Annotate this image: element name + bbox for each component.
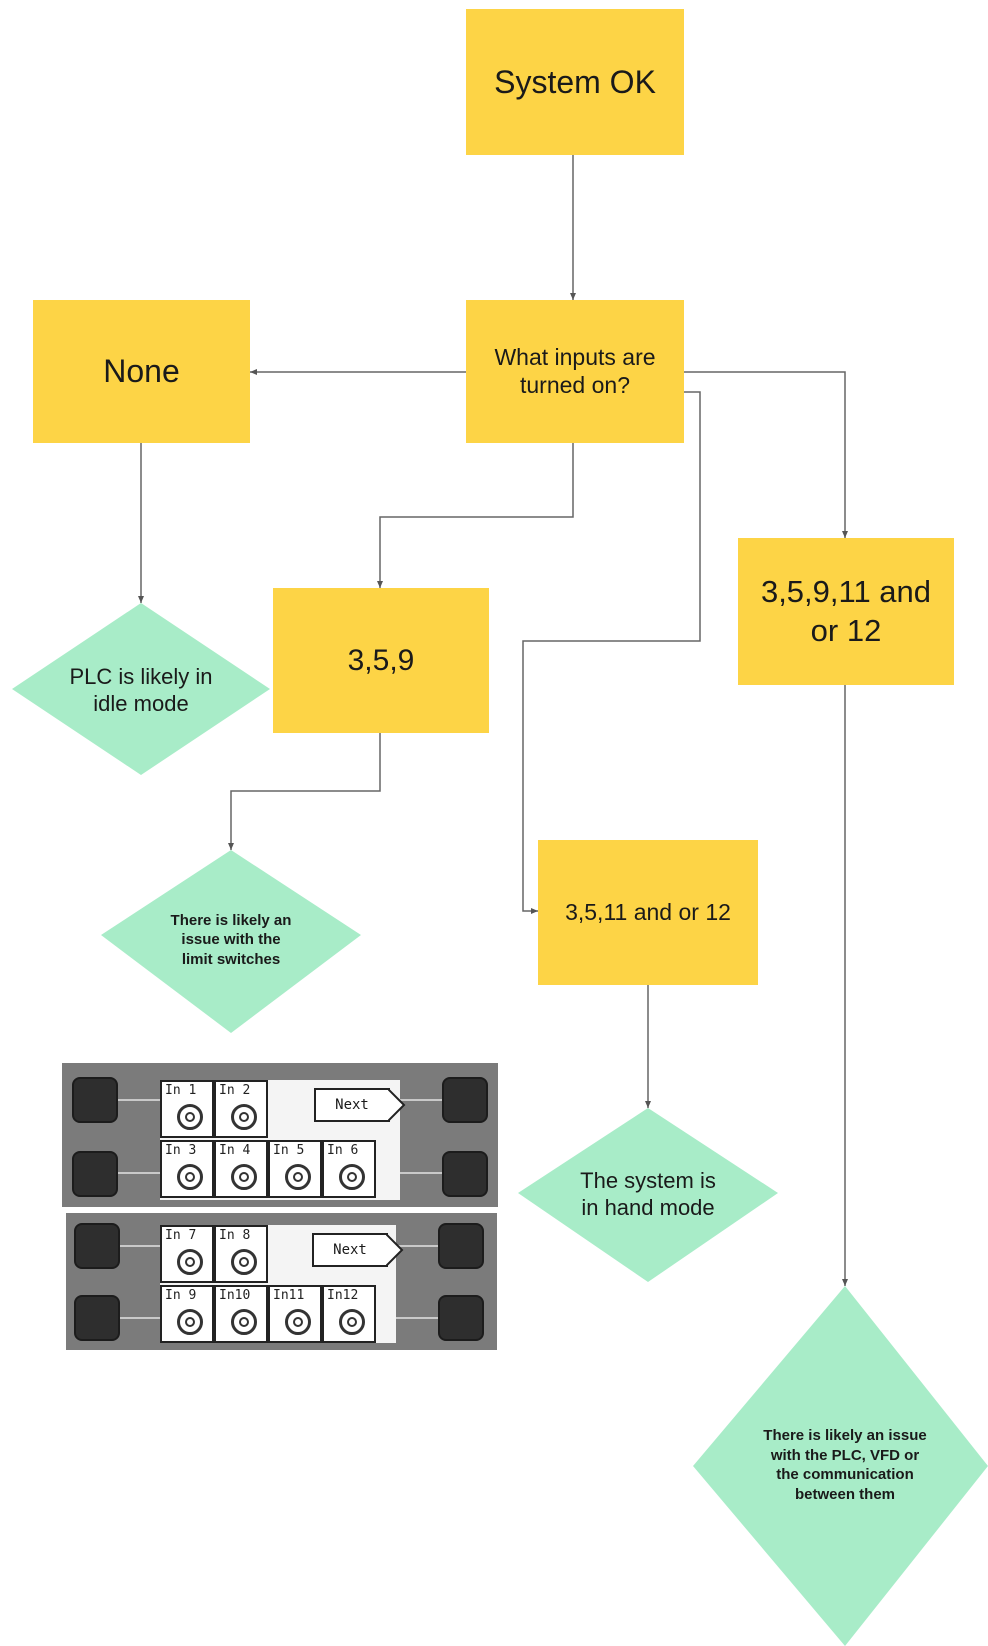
input-cell[interactable]: In10 <box>214 1285 268 1343</box>
input-indicator-icon <box>177 1164 203 1190</box>
outcome-limit-switches: There is likely an issue with the limit … <box>166 895 296 985</box>
input-indicator-icon <box>339 1309 365 1335</box>
node-system-ok-label: System OK <box>494 63 656 100</box>
input-indicator-icon <box>339 1164 365 1190</box>
outcome-plc-vfd-communication: There is likely an issue with the PLC, V… <box>762 1410 928 1520</box>
input-cell-label: In10 <box>219 1288 251 1303</box>
input-cell[interactable]: In 3 <box>160 1140 214 1198</box>
node-inputs-3-5-11-12-label: 3,5,11 and or 12 <box>565 899 731 925</box>
input-cell[interactable]: In 4 <box>214 1140 268 1198</box>
diamond-limit-shape <box>101 850 361 1033</box>
input-cell[interactable]: In 8 <box>214 1225 268 1283</box>
input-cell[interactable]: In 9 <box>160 1285 214 1343</box>
input-indicator-icon <box>177 1249 203 1275</box>
input-cell-label: In 9 <box>165 1288 197 1303</box>
panel-softkey-button[interactable] <box>74 1295 120 1341</box>
next-arrow-icon <box>388 1088 406 1122</box>
input-cell[interactable]: In12 <box>322 1285 376 1343</box>
input-cell[interactable]: In 5 <box>268 1140 322 1198</box>
diamond-hand-shape <box>518 1108 778 1282</box>
panel-softkey-button[interactable] <box>442 1151 488 1197</box>
input-cell-label: In 5 <box>273 1143 305 1158</box>
node-inputs-3-5-9-11-12-label: 3,5,9,11 and or 12 <box>760 573 932 648</box>
outcome-limit-switches-label: There is likely an issue with the limit … <box>170 911 292 968</box>
edge-question-to-351112 <box>522 391 701 914</box>
input-cell-label: In 7 <box>165 1228 197 1243</box>
node-inputs-3-5-11-12: 3,5,11 and or 12 <box>538 840 758 985</box>
panel-softkey-button[interactable] <box>442 1077 488 1123</box>
outcome-plc-vfd-communication-label: There is likely an issue with the PLC, V… <box>763 1427 927 1503</box>
node-inputs-3-5-9-11-12: 3,5,9,11 and or 12 <box>738 538 954 685</box>
edge-359-to-limit <box>228 733 381 850</box>
edge-question-to-3591112 <box>684 371 848 538</box>
outcome-plc-idle: PLC is likely in idle mode <box>62 640 220 740</box>
hmi-panel-inputs-1-6: In 1 In 2 Next In 3 In 4 In 5 In 6 <box>62 1063 498 1207</box>
input-cell-label: In11 <box>273 1288 305 1303</box>
input-cell-label: In 2 <box>219 1083 251 1098</box>
node-inputs-question: What inputs are turned on? <box>466 300 684 443</box>
outcome-hand-mode: The system is in hand mode <box>578 1148 718 1240</box>
input-cell-label: In 3 <box>165 1143 197 1158</box>
input-indicator-icon <box>285 1309 311 1335</box>
edge-question-to-359 <box>377 443 574 588</box>
panel-softkey-button[interactable] <box>438 1223 484 1269</box>
node-inputs-3-5-9: 3,5,9 <box>273 588 489 733</box>
input-cell[interactable]: In11 <box>268 1285 322 1343</box>
input-cell-label: In 6 <box>327 1143 359 1158</box>
input-indicator-icon <box>231 1104 257 1130</box>
outcome-hand-mode-label: The system is in hand mode <box>580 1167 716 1221</box>
input-indicator-icon <box>231 1249 257 1275</box>
node-none-label: None <box>103 353 180 389</box>
next-button-label: Next <box>312 1233 388 1267</box>
diamond-comm-shape <box>693 1286 988 1646</box>
input-cell[interactable]: In 1 <box>160 1080 214 1138</box>
input-cell-label: In 8 <box>219 1228 251 1243</box>
input-cell[interactable]: In 6 <box>322 1140 376 1198</box>
panel-softkey-button[interactable] <box>438 1295 484 1341</box>
node-inputs-question-label: What inputs are turned on? <box>494 343 656 398</box>
next-arrow-icon <box>386 1233 404 1267</box>
input-cell-label: In12 <box>327 1288 359 1303</box>
input-cell[interactable]: In 2 <box>214 1080 268 1138</box>
node-none: None <box>33 300 250 443</box>
panel-softkey-button[interactable] <box>74 1223 120 1269</box>
input-cell[interactable]: In 7 <box>160 1225 214 1283</box>
input-cell-label: In 1 <box>165 1083 197 1098</box>
input-indicator-icon <box>231 1309 257 1335</box>
hmi-panel-inputs-7-12: In 7 In 8 Next In 9 In10 In11 In12 <box>66 1213 497 1350</box>
input-cell-label: In 4 <box>219 1143 251 1158</box>
panel-softkey-button[interactable] <box>72 1077 118 1123</box>
input-indicator-icon <box>231 1164 257 1190</box>
panel-softkey-button[interactable] <box>72 1151 118 1197</box>
diamond-idle-shape <box>12 603 270 775</box>
node-inputs-3-5-9-label: 3,5,9 <box>347 643 415 677</box>
input-indicator-icon <box>177 1309 203 1335</box>
outcome-plc-idle-label: PLC is likely in idle mode <box>69 663 213 717</box>
input-indicator-icon <box>285 1164 311 1190</box>
next-button-label: Next <box>314 1088 390 1122</box>
node-system-ok: System OK <box>466 9 684 155</box>
input-indicator-icon <box>177 1104 203 1130</box>
